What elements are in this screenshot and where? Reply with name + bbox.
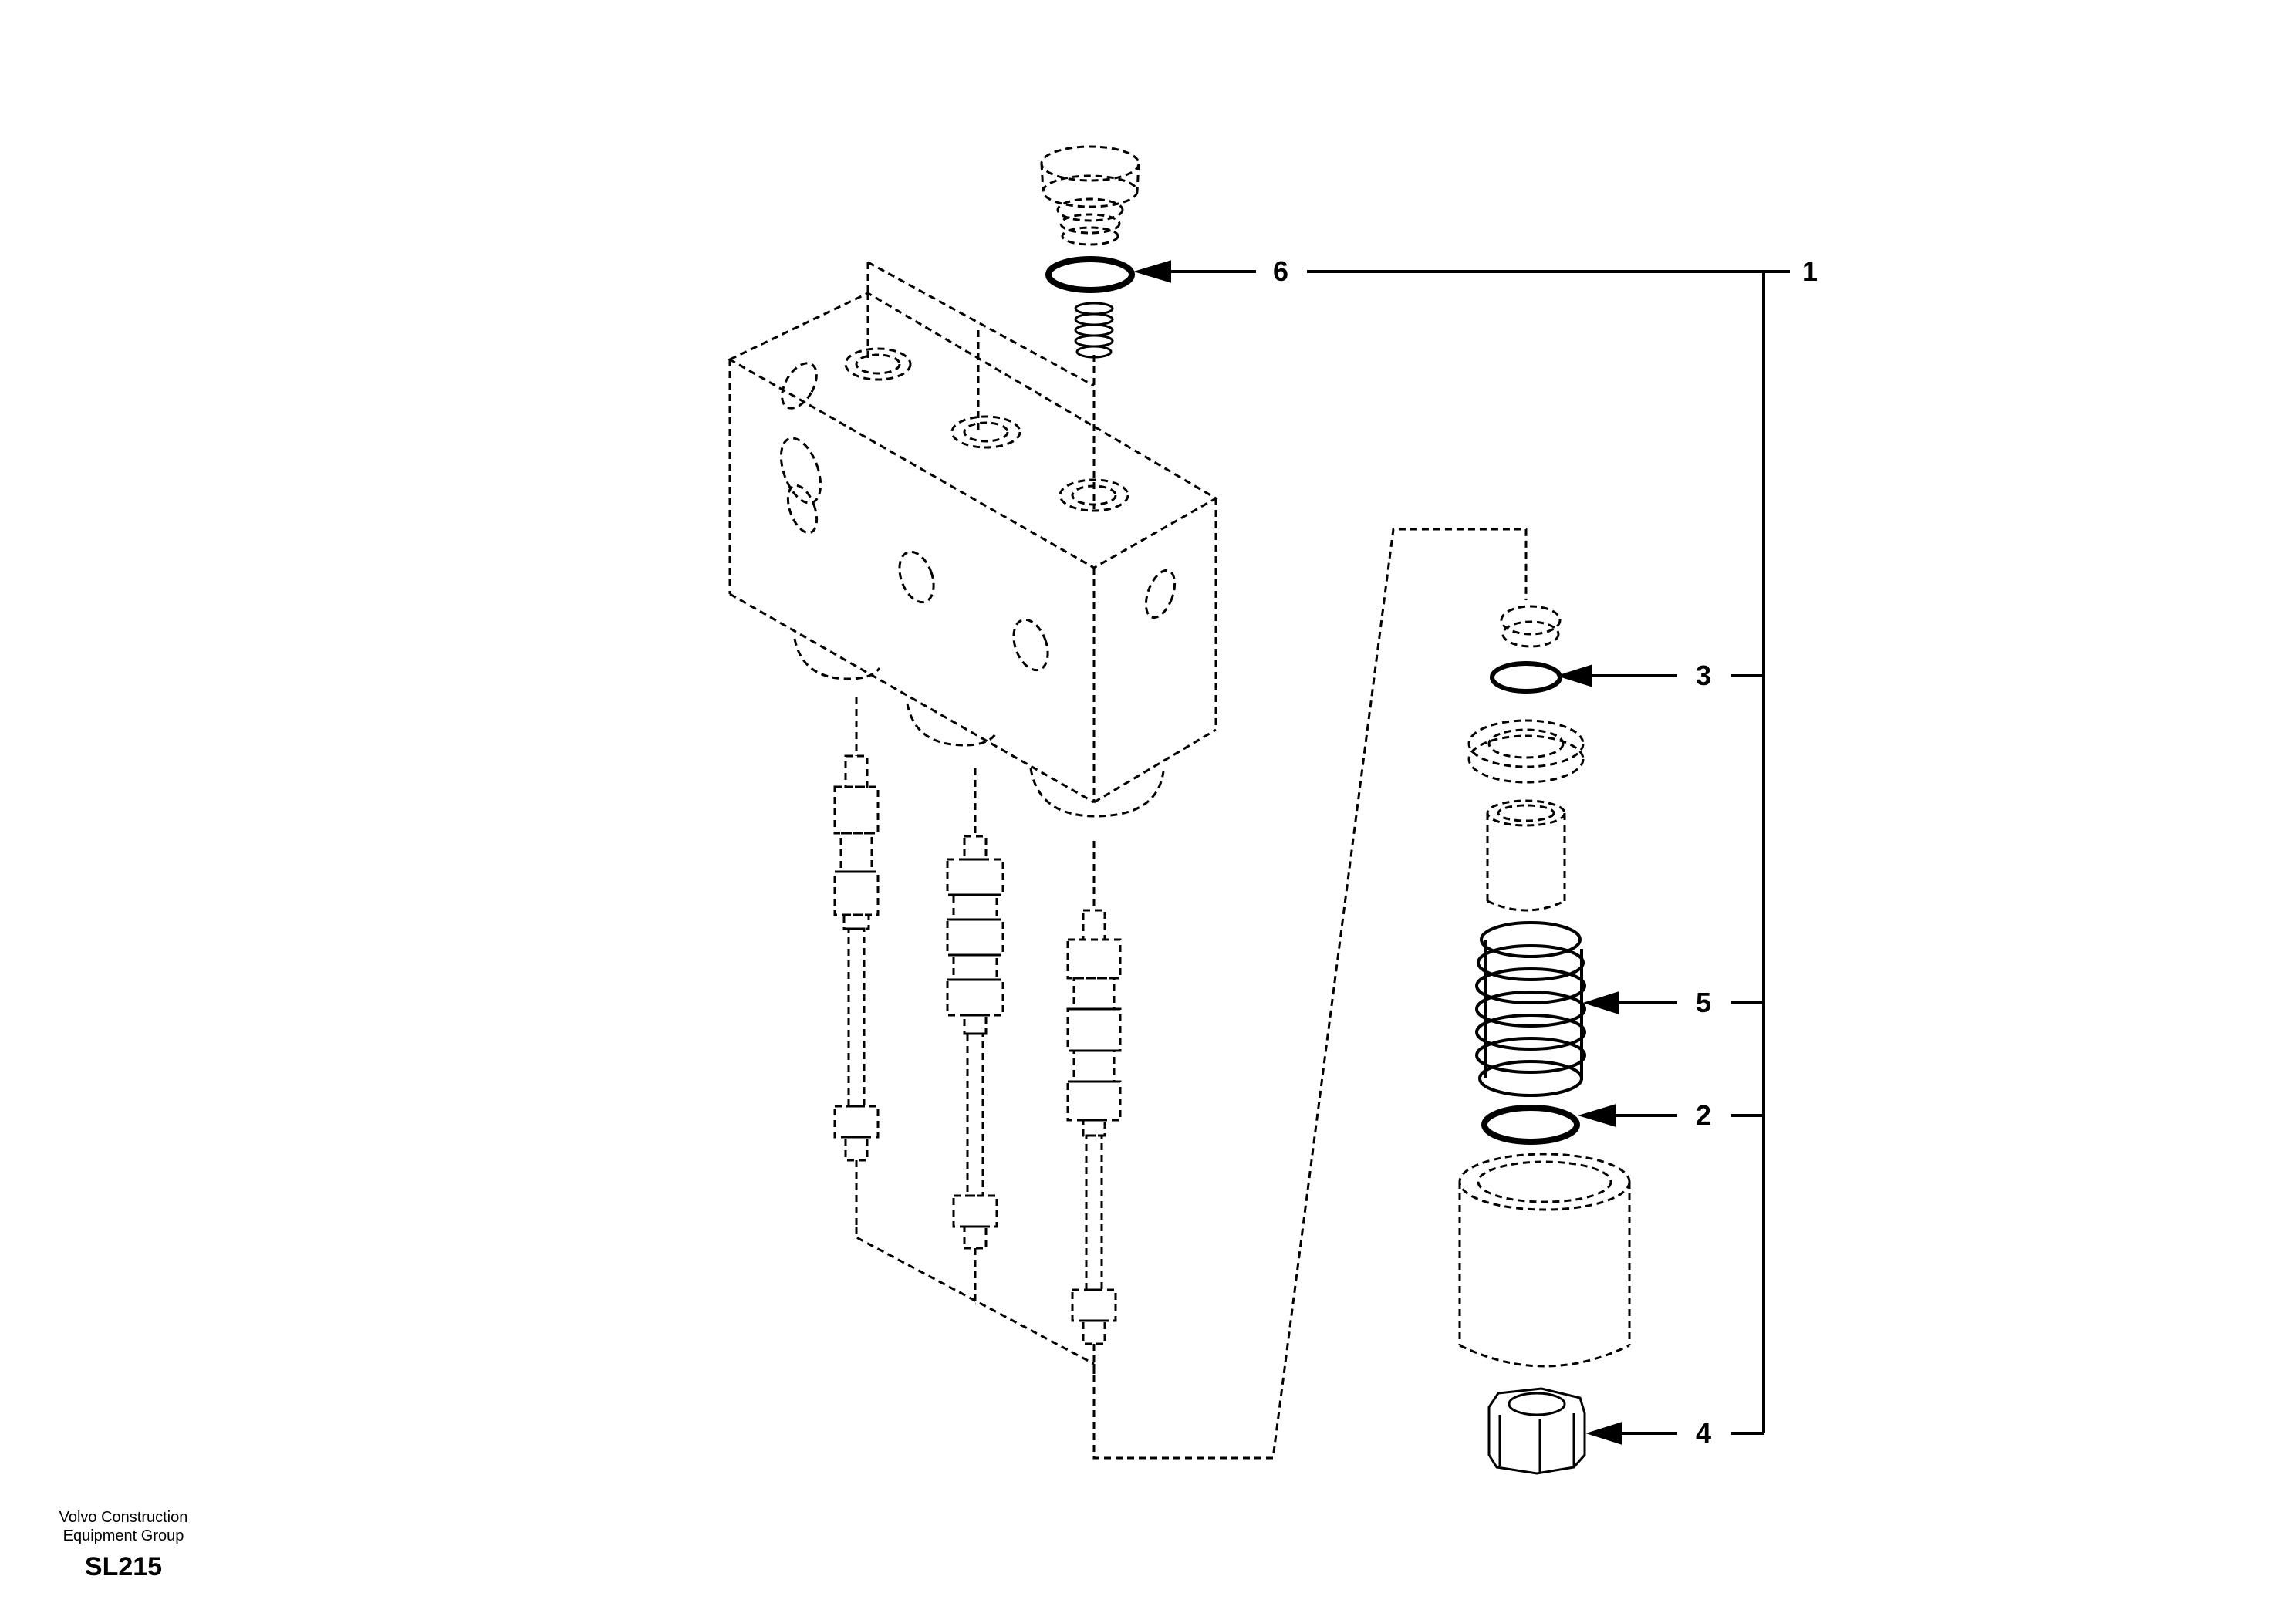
washer-seat xyxy=(1467,719,1585,784)
valve-block xyxy=(727,261,1218,818)
spool-left xyxy=(833,697,880,1227)
nut-4 xyxy=(1487,1387,1586,1475)
callout-number-5: 5 xyxy=(1695,987,1712,1018)
leader-3 xyxy=(1556,664,1764,687)
assembly-bracket xyxy=(855,528,1528,1460)
spring-5 xyxy=(1475,921,1586,1097)
leader-6 xyxy=(1133,260,1256,283)
callout-number-3: 3 xyxy=(1695,660,1712,691)
callout-number-2: 2 xyxy=(1695,1099,1712,1131)
callout-number-4: 4 xyxy=(1695,1417,1712,1449)
leader-2 xyxy=(1578,1104,1764,1127)
leader-4 xyxy=(1585,1422,1764,1445)
leader-5 xyxy=(1582,991,1764,1014)
spool-middle xyxy=(946,768,1004,1304)
o-ring-2 xyxy=(1481,1105,1580,1145)
sleeve xyxy=(1486,799,1566,912)
top-plug xyxy=(1040,145,1140,246)
o-ring-3 xyxy=(1490,661,1562,694)
spool-right xyxy=(1066,841,1122,1381)
leader-1 xyxy=(1307,270,1790,1433)
o-ring-6 xyxy=(1045,256,1135,293)
footer-diagram-code: SL215 xyxy=(84,1552,163,1581)
housing-sleeve xyxy=(1458,1153,1631,1368)
small-spring xyxy=(1074,302,1114,359)
callout-number-1: 1 xyxy=(1801,255,1818,287)
cap-nut xyxy=(1500,605,1562,648)
footer-org-line1: Volvo Construction xyxy=(59,1509,188,1526)
footer-org-line2: Equipment Group xyxy=(62,1527,184,1544)
callout-number-6: 6 xyxy=(1272,255,1289,287)
